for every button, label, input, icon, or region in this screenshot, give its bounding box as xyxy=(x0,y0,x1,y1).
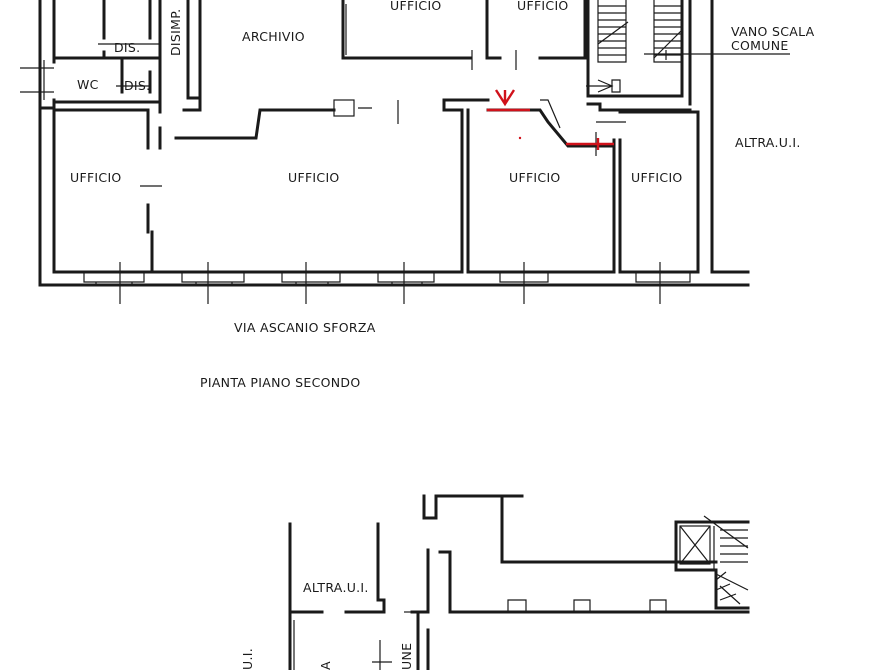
room-label-dis-mid: DIS. xyxy=(124,78,150,93)
window-row xyxy=(83,262,691,304)
room-label-archivio: ARCHIVIO xyxy=(242,29,305,44)
room-label-vertical-mid: A xyxy=(318,661,333,670)
plan-title: PIANTA PIANO SECONDO xyxy=(200,375,360,390)
upper-floor-walls xyxy=(20,0,750,304)
room-label-altra-ui: ALTRA.U.I. xyxy=(735,135,801,150)
room-label-altra-ui-bottom: ALTRA.U.I. xyxy=(303,580,369,595)
lower-floor-walls xyxy=(288,494,750,670)
room-label-vertical-left: U.I. xyxy=(240,648,255,670)
room-label-ufficio-right-a: UFFICIO xyxy=(509,170,561,185)
room-label-ufficio-top-a: UFFICIO xyxy=(390,0,442,13)
room-label-ufficio-left: UFFICIO xyxy=(70,170,122,185)
room-label-comune: COMUNE xyxy=(731,38,789,53)
room-label-disimp: DISIMP. xyxy=(168,9,183,56)
entrance-arrow-icon xyxy=(486,89,614,150)
room-label-wc: WC xyxy=(77,77,99,92)
elevator-shaft-icon xyxy=(679,525,711,565)
equipment-box-icon xyxy=(333,99,355,117)
elevator-icon xyxy=(586,79,621,93)
room-label-dis-top: DIS. xyxy=(114,40,140,55)
room-label-ufficio-center: UFFICIO xyxy=(288,170,340,185)
room-label-vano-scala: VANO SCALA xyxy=(731,24,815,39)
room-label-ufficio-top-b: UFFICIO xyxy=(517,0,569,13)
staircase-icon xyxy=(597,0,790,63)
room-label-vertical-right: UNE xyxy=(399,643,414,670)
room-label-ufficio-right-b: UFFICIO xyxy=(631,170,683,185)
street-label: VIA ASCANIO SFORZA xyxy=(234,320,376,335)
